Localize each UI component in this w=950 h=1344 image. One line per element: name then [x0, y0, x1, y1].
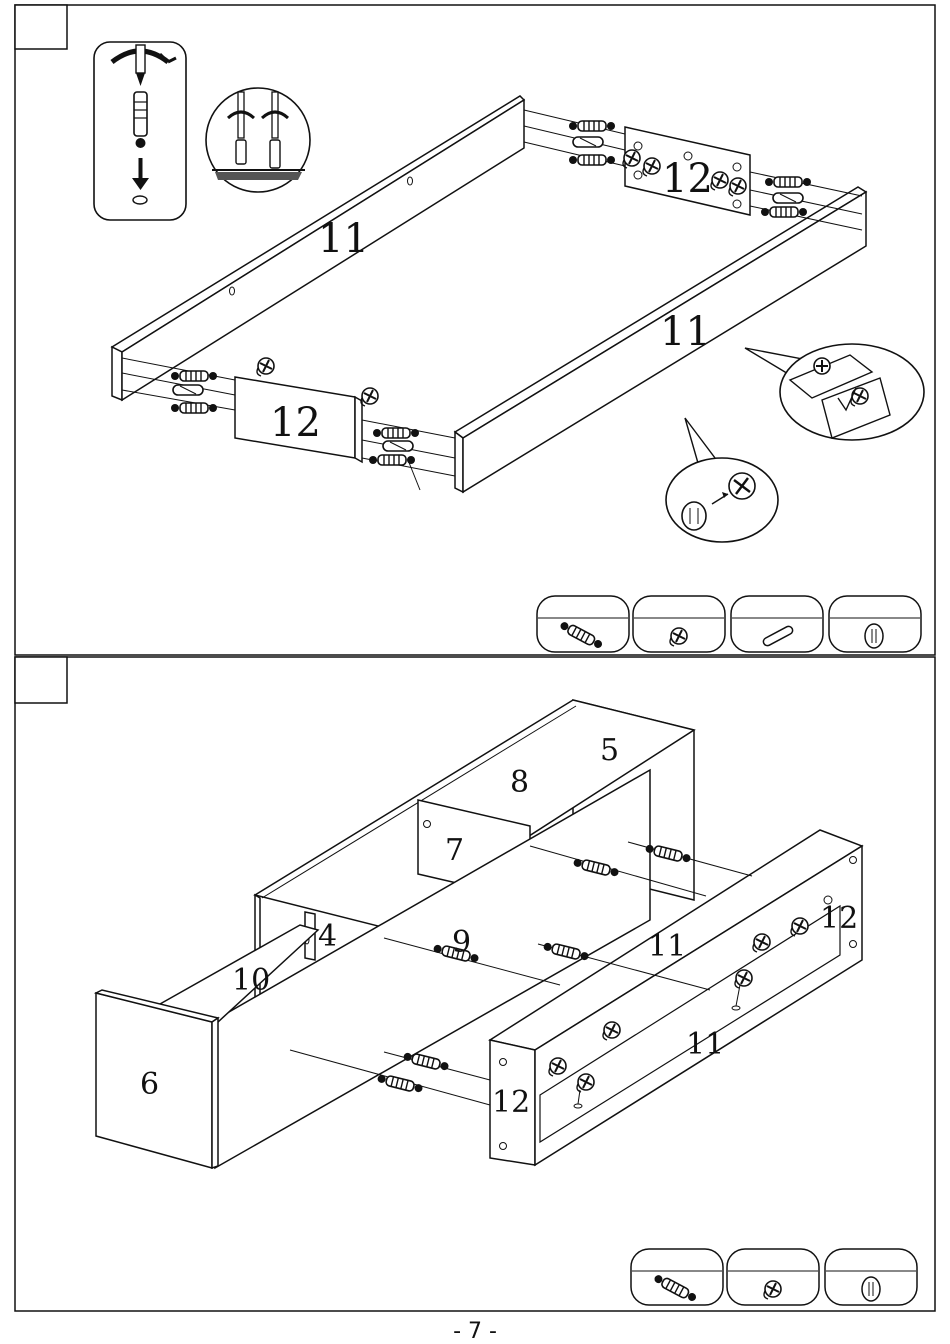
- legend-box-wood-dowel: [731, 596, 823, 652]
- cam-bolt: [403, 1051, 450, 1072]
- legend-box-cam-bolt: [631, 1249, 723, 1305]
- cover-cap-icon: [865, 624, 883, 648]
- part-label: 7: [445, 833, 464, 868]
- part-label: 6: [140, 1067, 159, 1102]
- cam-lock-tighten-detail-icon: [745, 344, 924, 440]
- part-label: 9: [452, 925, 471, 960]
- cam-bolt: [761, 207, 807, 217]
- part-label: 5: [600, 733, 619, 768]
- cam-bolt: [765, 177, 811, 187]
- dowel: [383, 441, 413, 451]
- cover-cap-icon: [862, 1277, 880, 1301]
- dowel: [773, 193, 803, 203]
- step-1-number-box: [15, 5, 67, 49]
- step-1-panel: 11 11 12 12: [15, 5, 935, 655]
- step-2-panel: 5 8 7 4 9 10 6 11 11 12 12: [15, 657, 935, 1311]
- part-label: 11: [318, 216, 369, 262]
- cam-bolt: [369, 455, 415, 465]
- step-1-hardware-legend: [537, 596, 921, 652]
- cam-bolt: [377, 1073, 424, 1094]
- part-label: 11: [648, 929, 686, 964]
- page-number: - 7 -: [453, 1319, 497, 1344]
- part-label: 12: [662, 156, 713, 202]
- cam-lock-detail-icon: [666, 418, 778, 542]
- cam-bolt: [171, 371, 217, 381]
- part-label: 11: [660, 309, 711, 355]
- part-label: 10: [232, 963, 270, 998]
- cam-bolt: [569, 155, 615, 165]
- part-label: 12: [492, 1085, 530, 1120]
- screwdriver-bolt-detail-icon: [94, 42, 186, 220]
- cam-bolt: [171, 403, 217, 413]
- part-label: 11: [686, 1027, 724, 1062]
- cam-lock: [257, 358, 274, 376]
- step-2-number-box: [15, 657, 67, 703]
- step-2-hardware-legend: [631, 1249, 917, 1305]
- twin-screwdriver-detail-icon: [206, 88, 310, 192]
- part-label: 4: [318, 919, 337, 954]
- cam-lock: [361, 388, 378, 406]
- dowel: [573, 137, 603, 147]
- legend-box-cam-bolt: [537, 596, 629, 652]
- part-label: 12: [820, 901, 858, 936]
- part-label: 12: [270, 400, 321, 446]
- part-label: 8: [510, 765, 529, 800]
- dowel: [173, 385, 203, 395]
